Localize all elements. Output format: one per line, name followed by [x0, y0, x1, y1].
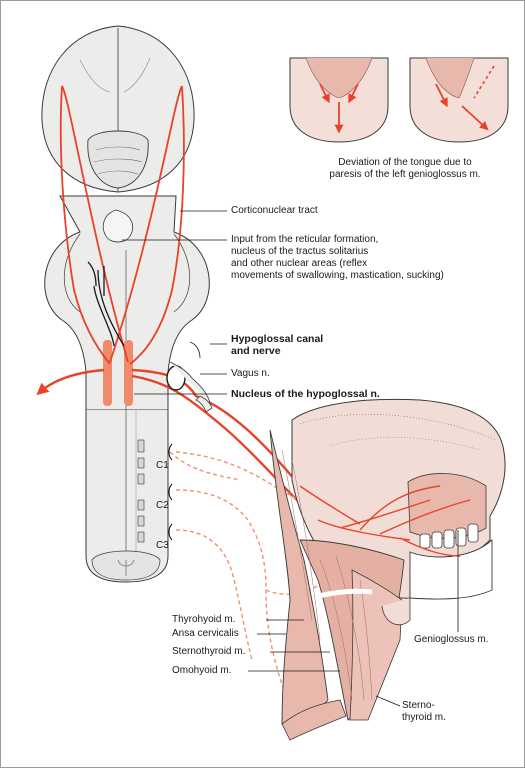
tongue-inset-normal	[289, 57, 389, 143]
label-corticonuclear-tract: Corticonuclear tract	[231, 205, 318, 216]
corticonuclear-tracts	[59, 85, 185, 365]
label-hypoglossal-canal: Hypoglossal canal and nerve	[231, 333, 323, 357]
tongue-inset-paresis	[409, 57, 509, 143]
label-sternothyroid: Sternothyroid m.	[172, 646, 246, 657]
nerve-branches-tongue	[299, 485, 471, 557]
label-thyrohyoid: Thyrohyoid m.	[172, 614, 236, 625]
hypoglossal-nuclei	[103, 340, 133, 406]
canal-line-1: Hypoglossal canal	[231, 333, 324, 345]
label-c3: C3	[156, 540, 169, 551]
label-c1: C1	[156, 460, 169, 471]
input-line-2: nucleus of the tractus solitarius	[231, 246, 369, 257]
label-sternothyroid-lower: Sterno- thyroid m.	[402, 700, 446, 724]
reticular-input-tract	[87, 261, 125, 347]
input-line-3: and other nuclear areas (reflex	[231, 258, 368, 269]
input-line-4: movements of swallowing, mastication, su…	[231, 270, 444, 281]
label-c2: C2	[156, 500, 169, 511]
brain-cerebrum	[41, 25, 195, 193]
hypoglossal-canal	[166, 361, 213, 413]
leader-lines	[122, 210, 459, 707]
label-genioglossus: Genioglossus m.	[414, 634, 489, 645]
label-ansa-cervicalis: Ansa cervicalis	[172, 628, 239, 639]
neck-muscles	[269, 429, 411, 741]
sterno-line-2: thyroid m.	[402, 712, 446, 723]
brain-cerebellum	[87, 130, 149, 189]
cervical-roots	[168, 443, 173, 541]
label-hypoglossal-nucleus: Nucleus of the hypoglossal n.	[231, 388, 380, 400]
input-line-1: Input from the reticular formation,	[231, 234, 379, 245]
caption: Deviation of the tongue due to paresis o…	[300, 157, 510, 181]
label-vagus: Vagus n.	[231, 368, 270, 379]
spinal-cord	[85, 250, 169, 583]
sterno-line-1: Sterno-	[402, 700, 435, 711]
caption-line-2: paresis of the left genioglossus m.	[329, 169, 481, 180]
label-reticular-input: Input from the reticular formation, nucl…	[231, 234, 444, 282]
canal-line-2: and nerve	[231, 345, 281, 357]
caption-line-1: Deviation of the tongue due to	[338, 157, 472, 168]
label-omohyoid: Omohyoid m.	[172, 665, 232, 676]
